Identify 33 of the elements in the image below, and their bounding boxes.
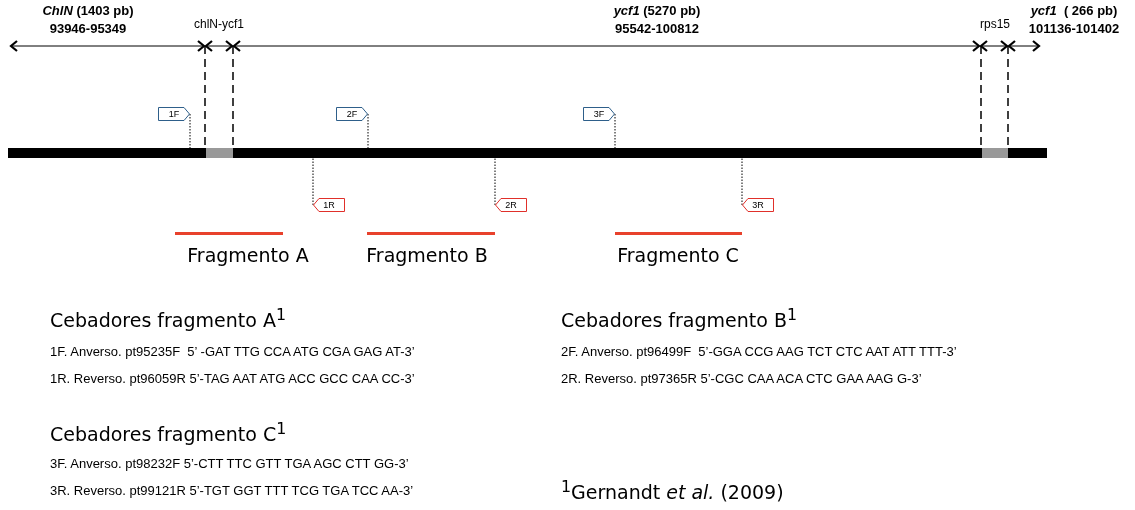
forward-primer-tag: 1F	[158, 107, 190, 121]
fragment-label: Fragmento B	[366, 245, 488, 267]
coordinate-label: 93946-95349	[49, 22, 127, 37]
primer-sequence: 3R. Reverso. pt99121R 5’-TGT GGT TTT TCG TGA TCC AA-3’	[50, 484, 414, 499]
gene-label: ycf1 ( 266 pb)	[1030, 4, 1118, 19]
forward-primer-tag: 3F	[583, 107, 615, 121]
reverse-primer-tag: 1R	[313, 198, 345, 212]
section-heading: Cebadores fragmento A$^{1}$	[50, 306, 286, 333]
reverse-primer-tag: 3R	[742, 198, 774, 212]
primer-sequence: 1R. Reverso. pt96059R 5’-TAG AAT ATG ACC GCC CAA CC-3’	[50, 372, 415, 387]
leader-line	[189, 113, 191, 149]
primer-sequence: 1F. Anverso. pt95235F 5’ -GAT TTG CCA ATG CGA GAG AT-3’	[50, 345, 415, 360]
coordinate-label: 101136-101402	[1028, 22, 1120, 37]
leader-line	[367, 113, 369, 149]
forward-primer-tag: 2F	[336, 107, 368, 121]
leader-line	[614, 113, 616, 149]
spacer-label: chlN-ycf1	[194, 18, 244, 32]
reverse-primer-tag: 2R	[495, 198, 527, 212]
leader-line	[312, 157, 314, 206]
section-heading: Cebadores fragmento C$^{1}$	[50, 420, 287, 447]
gene-label: ycf1 (5270 pb)	[613, 4, 701, 19]
fragment-label: Fragmento A	[187, 245, 309, 267]
primer-sequence: 3F. Anverso. pt98232F 5’-CTT TTC GTT TGA AGC CTT GG-3’	[50, 457, 409, 472]
fragment-label: Fragmento C	[617, 245, 739, 267]
gene-label: ChlN (1403 pb)	[42, 4, 134, 19]
leader-line	[741, 157, 743, 206]
coordinate-label: 95542-100812	[615, 22, 699, 37]
citation: $^{1}$Gernandt et al. (2009)	[561, 478, 784, 505]
section-heading: Cebadores fragmento B$^{1}$	[561, 306, 798, 333]
gene-label: rps15	[980, 18, 1010, 32]
primer-sequence: 2F. Anverso. pt96499F 5’-GGA CCG AAG TCT CTC AAT ATT TTT-3’	[561, 345, 957, 360]
leader-line	[494, 157, 496, 206]
primer-sequence: 2R. Reverso. pt97365R 5’-CGC CAA ACA CTC GAA AAG G-3’	[561, 372, 922, 387]
